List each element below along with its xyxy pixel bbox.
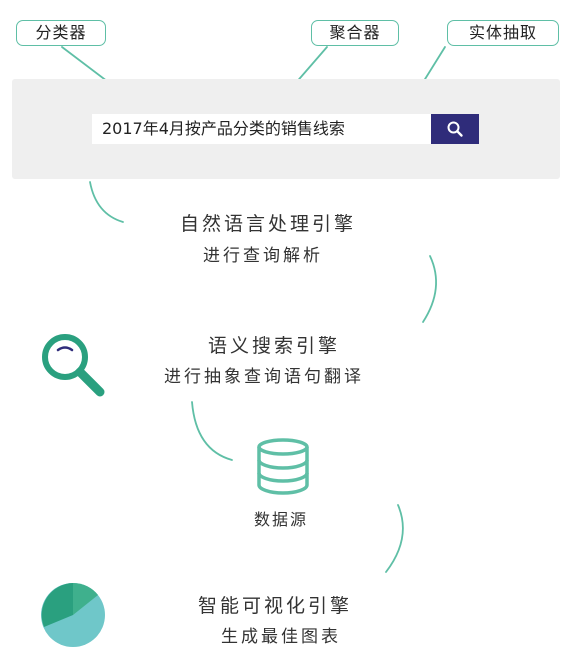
tag-entity-extraction: 实体抽取 [447,20,559,46]
semantic-engine-title: 语义搜索引擎 [208,335,341,357]
flow-arc-4 [385,504,404,573]
visualization-engine-desc: 生成最佳图表 [221,627,341,647]
visualization-engine-title: 智能可视化引擎 [198,595,353,617]
search-icon [447,121,463,137]
datasource-label: 数据源 [254,510,309,529]
flow-arc-2 [422,255,437,323]
semantic-engine-desc: 进行抽象查询语句翻译 [164,367,364,387]
flow-arc-1 [89,181,124,223]
magnifier-icon [42,334,105,397]
flow-arc-3 [191,401,233,461]
tag-aggregator: 聚合器 [311,20,399,46]
pie-chart-icon [41,583,105,647]
search-button[interactable] [431,114,479,144]
search-input[interactable]: 2017年4月按产品分类的销售线索 [92,114,431,144]
nlp-engine-desc: 进行查询解析 [203,246,323,266]
nlp-engine-title: 自然语言处理引擎 [180,213,357,235]
tag-classifier: 分类器 [16,20,106,46]
database-icon [257,438,309,495]
